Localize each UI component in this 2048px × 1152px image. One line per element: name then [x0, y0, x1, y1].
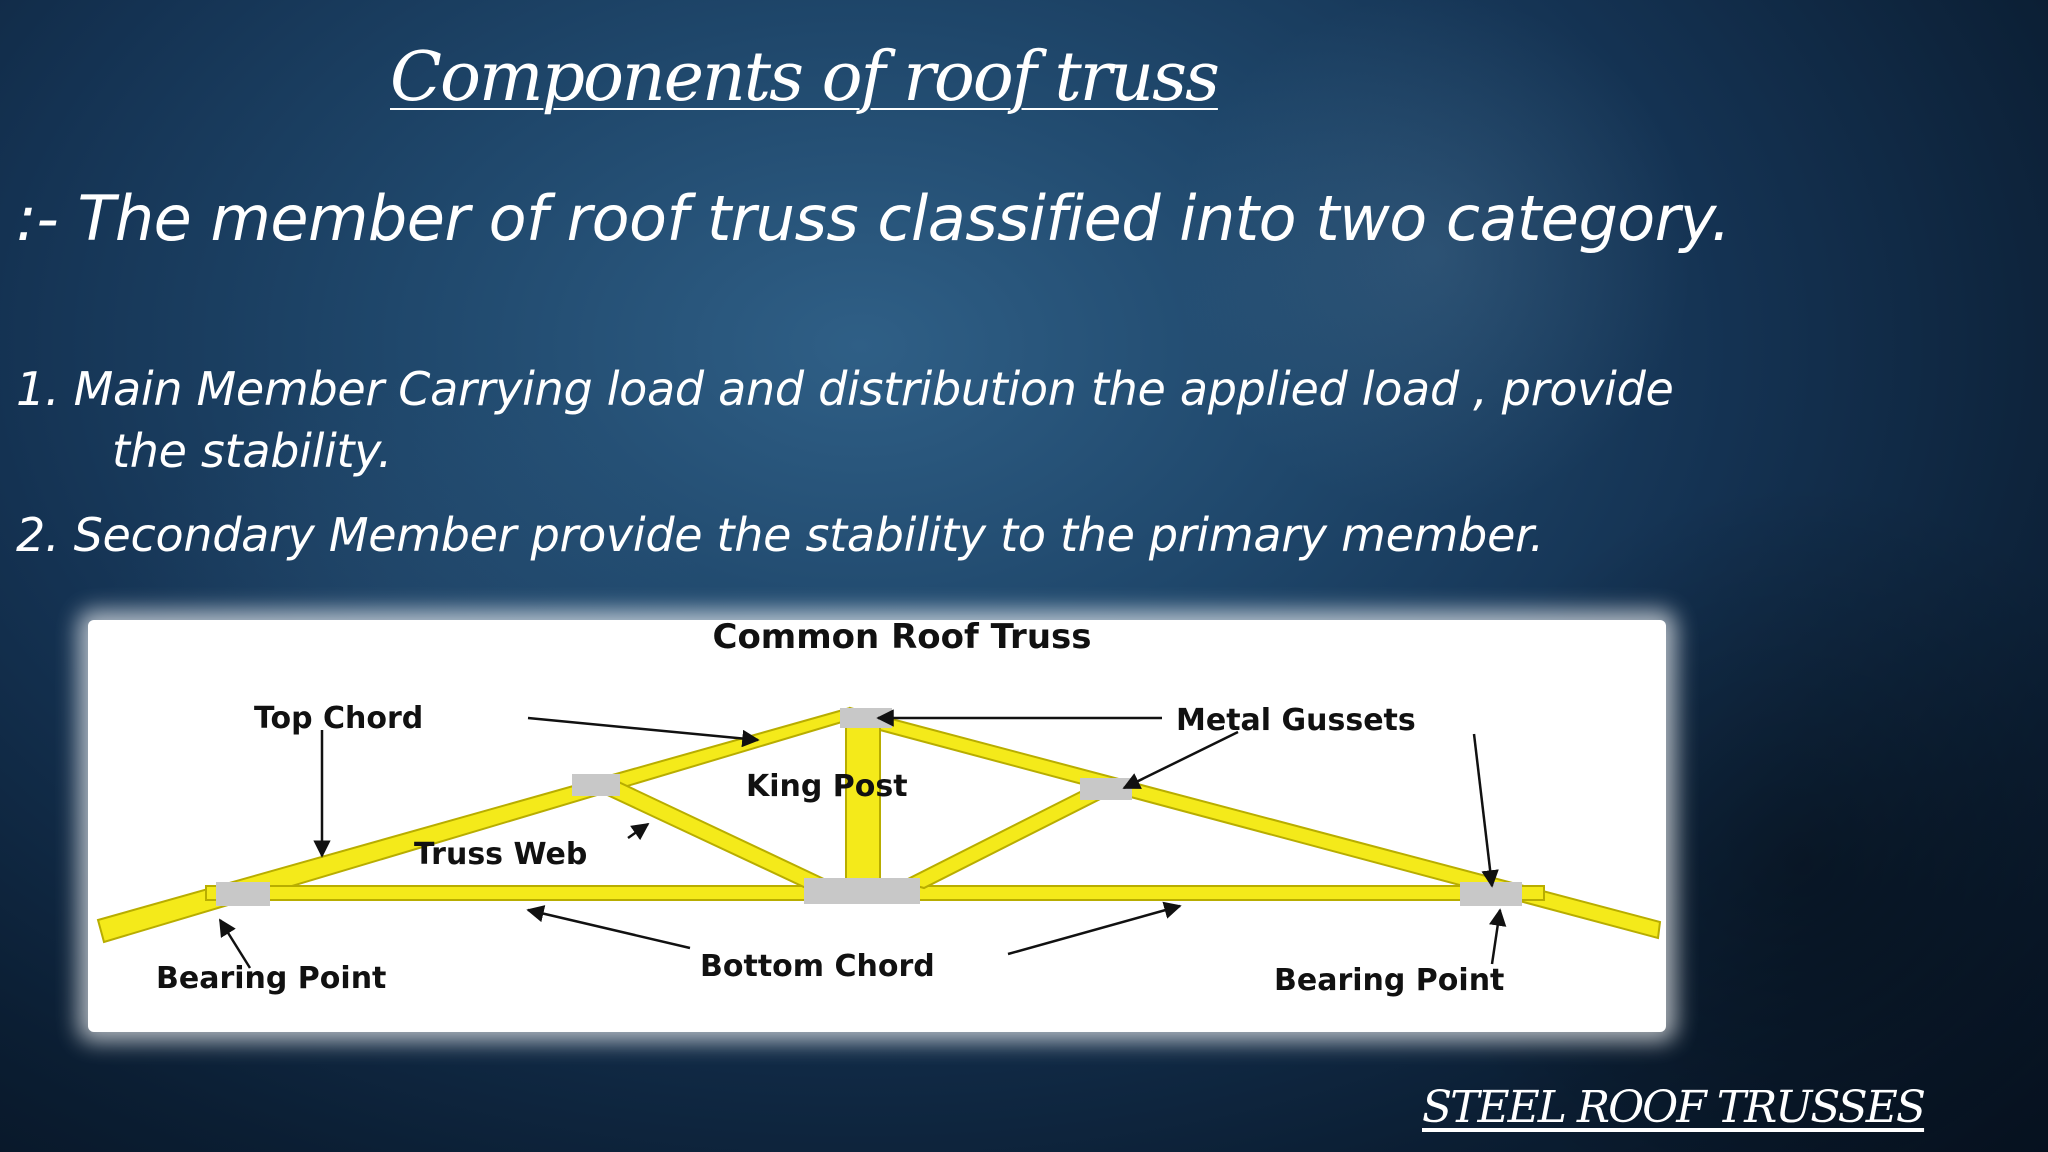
arrow-bearing-left	[218, 918, 252, 969]
diagram-title: Common Roof Truss	[713, 620, 1092, 657]
arrow-top-chord-to-chord	[527, 716, 760, 748]
truss-diagram-svg: Common Roof Truss Top Chord Metal Gusset…	[96, 620, 1662, 998]
point-main-member-line2: the stability.	[112, 424, 392, 478]
intro-text: :- The member of roof truss classified i…	[16, 182, 1731, 255]
gusset-center	[804, 878, 920, 904]
label-bearing-point-right: Bearing Point	[1274, 963, 1504, 998]
slide-title: Components of roof truss	[390, 38, 1220, 117]
gusset-left-web	[572, 774, 620, 796]
footer-course-title: STEEL ROOF TRUSSES	[1422, 1082, 1926, 1133]
arrow-truss-web	[627, 822, 650, 841]
top-chord-left	[96, 706, 865, 944]
label-arrows	[218, 709, 1507, 969]
truss-members	[96, 706, 1662, 944]
label-top-chord: Top Chord	[254, 701, 423, 736]
label-king-post: King Post	[746, 769, 908, 804]
label-metal-gussets: Metal Gussets	[1176, 703, 1416, 738]
truss-diagram: Common Roof Truss Top Chord Metal Gusset…	[88, 620, 1666, 1032]
diagram-labels: Common Roof Truss Top Chord Metal Gusset…	[156, 620, 1504, 998]
truss-web-right	[899, 783, 1122, 890]
arrow-bottom-chord-right	[1007, 901, 1182, 956]
arrow-metal-gussets-web	[1122, 730, 1239, 790]
arrow-bearing-right	[1489, 908, 1507, 965]
arrow-bottom-chord-left	[526, 905, 691, 950]
top-chord-right	[849, 706, 1662, 940]
point-main-member: 1. Main Member Carrying load and distrib…	[16, 362, 1674, 478]
arrow-metal-gussets-bearing	[1472, 733, 1499, 888]
gusset-left-bearing	[216, 882, 270, 906]
label-bearing-point-left: Bearing Point	[156, 961, 386, 996]
gusset-right-web	[1080, 778, 1132, 800]
point-main-member-line1: 1. Main Member Carrying load and distrib…	[16, 362, 1674, 416]
label-bottom-chord: Bottom Chord	[700, 949, 935, 984]
label-truss-web: Truss Web	[414, 837, 587, 872]
point-secondary-member: 2. Secondary Member provide the stabilit…	[16, 508, 1544, 562]
